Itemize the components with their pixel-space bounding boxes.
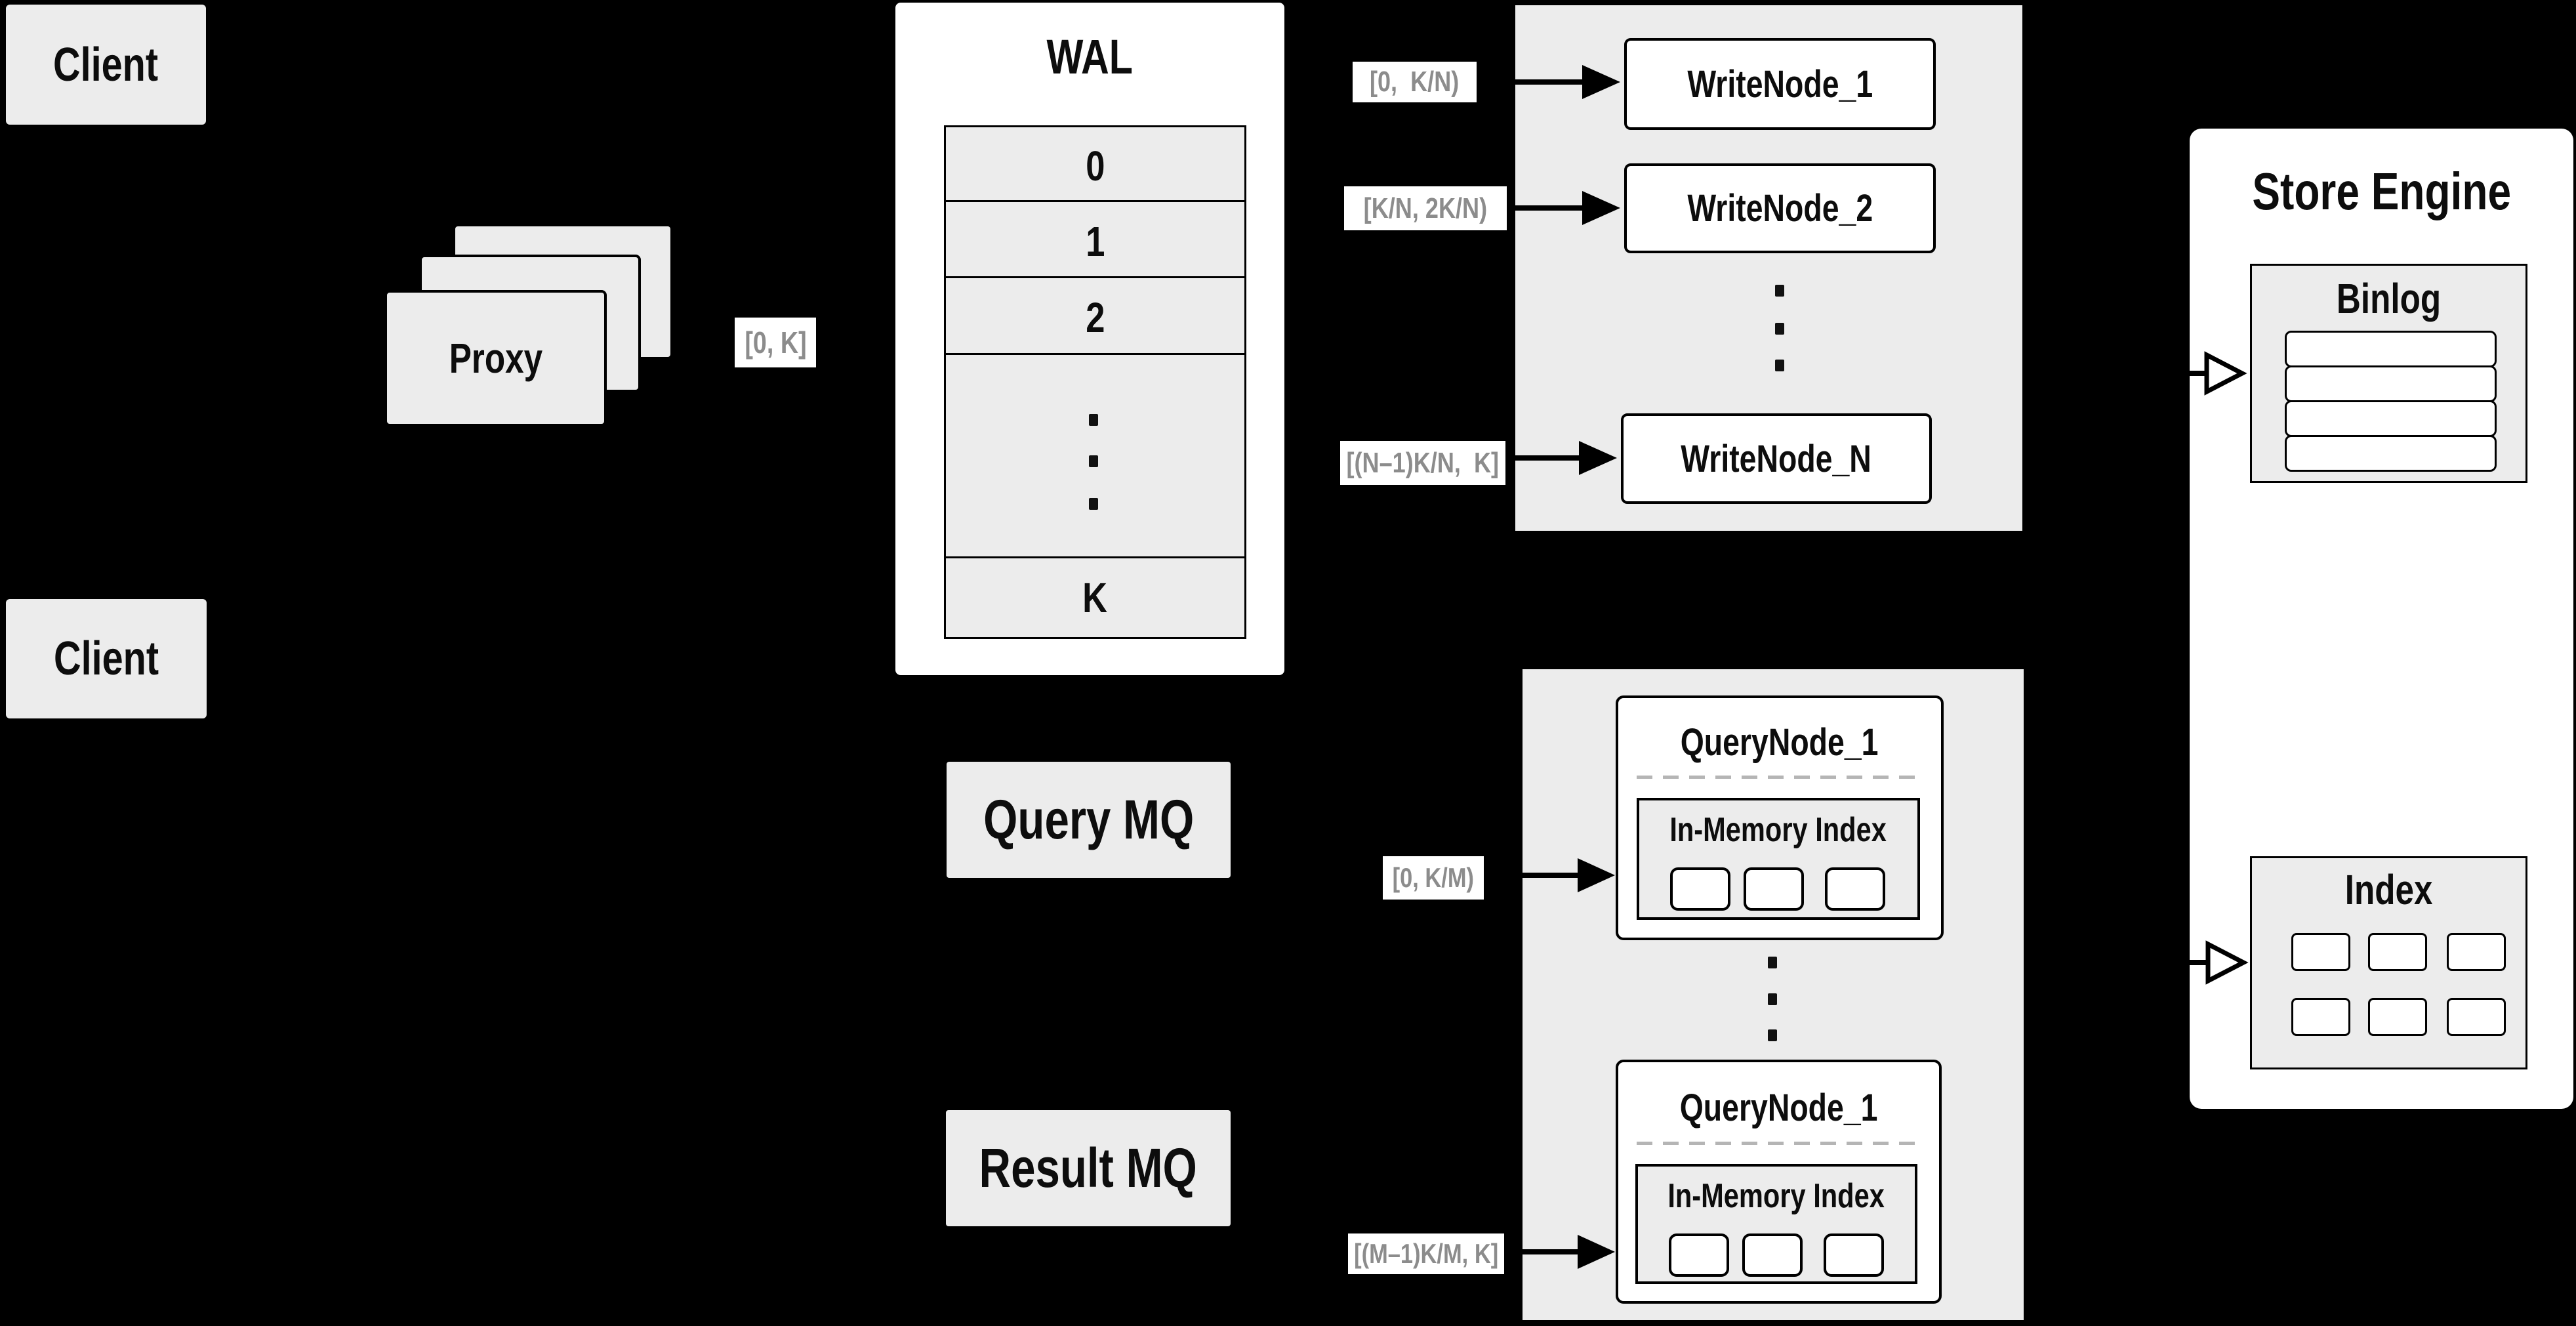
ellipsis-dot (1775, 285, 1784, 297)
ellipsis-dot (1089, 498, 1098, 510)
index-segment-square (2291, 933, 2350, 971)
wal-row-0: 0 (944, 125, 1246, 206)
binlog-row (2285, 365, 2497, 402)
proxy-label: Proxy (449, 335, 542, 382)
range-label-write-node-1: [0, K/N) (1353, 62, 1477, 102)
index-segment-square (2447, 933, 2506, 971)
range-label-write-node-n: [(N–1)K/N, K] (1340, 441, 1505, 485)
write-node-2: WriteNode_2 (1624, 163, 1936, 253)
ellipsis-dot (1775, 360, 1784, 371)
in-memory-index-bottom-title-wrap: In-Memory Index (1638, 1173, 1915, 1219)
query-mq-label: Query MQ (983, 789, 1195, 850)
query-node-top-title-wrap: QueryNode_1 (1618, 715, 1941, 769)
range-label-write-node-2: [K/N, 2K/N) (1344, 186, 1507, 230)
proxy-node: Proxy (384, 290, 607, 426)
query-node-bottom-title: QueryNode_1 (1679, 1086, 1878, 1129)
wal-row-1: 1 (944, 200, 1246, 282)
query-node-bottom: QueryNode_1 In-Memory Index (1616, 1060, 1942, 1304)
ellipsis-dot (1775, 323, 1784, 335)
index-box: Index (2250, 856, 2527, 1069)
range-label-query-node-top-text: [0, K/M) (1392, 862, 1475, 893)
write-node-2-label: WriteNode_2 (1687, 187, 1873, 230)
wal-row-k: K (944, 556, 1246, 639)
segment-square (1744, 867, 1804, 911)
query-node-top: QueryNode_1 In-Memory Index (1616, 695, 1944, 940)
query-node-top-title: QueryNode_1 (1681, 720, 1879, 764)
wal-row-ellipsis (944, 353, 1246, 562)
binlog-title: Binlog (2336, 275, 2442, 322)
in-memory-index-top-title: In-Memory Index (1669, 811, 1887, 849)
binlog-row (2285, 435, 2497, 472)
ellipsis-dot (1768, 993, 1777, 1005)
result-mq-node: Result MQ (946, 1110, 1231, 1226)
wal-row-2-label: 2 (1085, 294, 1105, 341)
ellipsis-dot (1768, 1029, 1777, 1041)
ellipsis-dot (1089, 455, 1098, 467)
write-node-1: WriteNode_1 (1624, 38, 1936, 130)
wal-row-1-label: 1 (1085, 217, 1105, 265)
index-segment-square (2368, 933, 2427, 971)
store-engine-title: Store Engine (2252, 162, 2511, 220)
write-node-1-label: WriteNode_1 (1687, 62, 1873, 106)
segment-square (1825, 867, 1885, 911)
segment-square (1742, 1233, 1803, 1277)
wal-row-k-label: K (1082, 574, 1108, 621)
range-label-proxy-out: [0, K] (735, 318, 816, 367)
index-segment-square (2447, 998, 2506, 1036)
index-segment-square (2291, 998, 2350, 1036)
in-memory-index-bottom-title: In-Memory Index (1667, 1177, 1885, 1215)
range-label-proxy-out-text: [0, K] (744, 325, 807, 360)
client-node-top: Client (6, 5, 206, 125)
segment-square (1824, 1233, 1884, 1277)
index-title: Index (2344, 866, 2433, 913)
wal-title-wrap: WAL (895, 25, 1284, 88)
wal-row-0-label: 0 (1085, 142, 1105, 190)
result-mq-label: Result MQ (979, 1137, 1198, 1199)
range-label-query-node-bottom-text: [(M–1)K/M, K] (1353, 1238, 1499, 1269)
wal-segment-table: 0 1 2 K (944, 125, 1246, 639)
range-label-write-node-n-text: [(N–1)K/N, K] (1346, 446, 1500, 479)
wal-title: WAL (1046, 29, 1134, 84)
client-node-bottom: Client (6, 599, 207, 718)
in-memory-index-top-title-wrap: In-Memory Index (1639, 807, 1917, 853)
in-memory-index-bottom: In-Memory Index (1635, 1164, 1917, 1284)
binlog-box: Binlog (2250, 264, 2527, 483)
range-label-write-node-2-text: [K/N, 2K/N) (1363, 192, 1488, 224)
query-mq-node: Query MQ (947, 762, 1231, 878)
client-top-label: Client (53, 38, 159, 91)
binlog-row (2285, 400, 2497, 437)
write-node-n-label: WriteNode_N (1681, 437, 1872, 480)
segment-square (1670, 867, 1730, 911)
dashed-divider (1637, 1142, 1921, 1145)
segment-square (1669, 1233, 1729, 1277)
index-segment-square (2368, 998, 2427, 1036)
range-label-write-node-1-text: [0, K/N) (1370, 66, 1460, 98)
query-node-bottom-title-wrap: QueryNode_1 (1618, 1081, 1939, 1134)
binlog-title-wrap: Binlog (2252, 274, 2525, 323)
client-bottom-label: Client (53, 632, 159, 685)
dashed-divider (1637, 776, 1923, 779)
write-node-n: WriteNode_N (1621, 413, 1932, 504)
binlog-row (2285, 331, 2497, 367)
range-label-query-node-bottom: [(M–1)K/M, K] (1348, 1233, 1504, 1274)
wal-row-2: 2 (944, 276, 1246, 359)
ellipsis-dot (1089, 414, 1098, 426)
ellipsis-dot (1768, 957, 1777, 968)
in-memory-index-top: In-Memory Index (1637, 798, 1920, 920)
store-engine-title-wrap: Store Engine (2190, 157, 2573, 226)
index-title-wrap: Index (2252, 865, 2525, 915)
binlog-rows (2285, 331, 2497, 472)
range-label-query-node-top: [0, K/M) (1383, 856, 1484, 900)
